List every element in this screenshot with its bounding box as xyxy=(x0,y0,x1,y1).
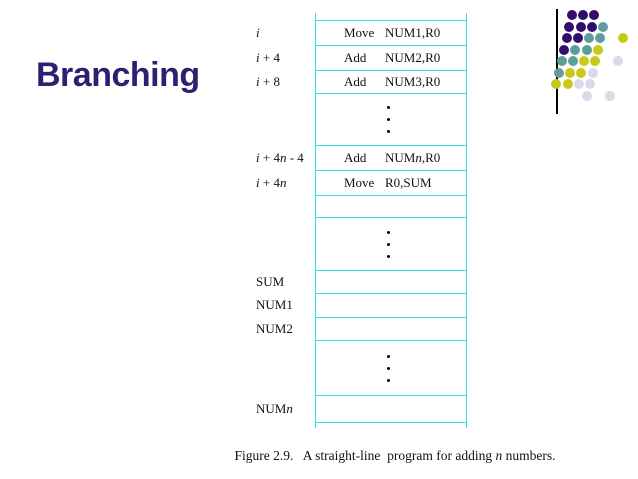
address-label: i + 4n - 4 xyxy=(256,149,304,165)
memory-row-stub xyxy=(316,13,466,20)
memory-row-instruction: Add NUM2,R0 xyxy=(316,45,466,70)
teal-dot xyxy=(584,33,595,43)
purple-dot xyxy=(589,10,600,20)
slide-title: Branching xyxy=(36,56,200,94)
memory-row-empty xyxy=(316,293,466,317)
vertical-ellipsis xyxy=(386,230,390,258)
yellow-dot xyxy=(576,67,587,78)
figure-caption: Figure 2.9. A straight-line program for … xyxy=(234,448,556,463)
teal-dot xyxy=(556,56,567,66)
yellow-dot xyxy=(562,79,573,89)
yellow-dot xyxy=(590,56,601,66)
memory-row-empty xyxy=(316,395,466,422)
address-label: NUMn xyxy=(256,400,293,416)
address-label: i xyxy=(256,24,260,40)
address-label: NUM1 xyxy=(256,297,293,312)
yellow-dot xyxy=(592,44,603,55)
memory-row-instruction: Move NUM1,R0 xyxy=(316,20,466,45)
memory-row-instruction: Add NUMn,R0 xyxy=(316,145,466,170)
teal-dot xyxy=(595,33,606,43)
vertical-ellipsis xyxy=(386,106,390,133)
memory-row-dots xyxy=(316,340,466,395)
purple-dot xyxy=(567,10,577,20)
address-label: i + 8 xyxy=(256,73,280,89)
instruction-mnemonic: Add xyxy=(344,74,367,89)
lavender-dot xyxy=(585,79,595,89)
purple-dot xyxy=(561,33,572,43)
memory-row-empty xyxy=(316,317,466,340)
lavender-dot xyxy=(604,90,615,101)
yellow-dot xyxy=(565,67,576,78)
memory-row-instruction: Move R0,SUM xyxy=(316,170,466,195)
purple-dot xyxy=(564,21,575,32)
instruction-operand: NUMn,R0 xyxy=(385,150,441,165)
memory-row-dots xyxy=(316,217,466,270)
vertical-ellipsis xyxy=(386,354,390,382)
purple-dot xyxy=(575,21,586,32)
lavender-dot xyxy=(587,67,598,78)
instruction-operand: NUM1,R0 xyxy=(385,25,441,40)
memory-row-dots xyxy=(316,93,466,145)
purple-dot xyxy=(578,10,589,20)
address-label: i + 4n xyxy=(256,174,287,190)
purple-dot xyxy=(573,33,583,43)
lavender-dot xyxy=(582,90,593,101)
memory-row-empty xyxy=(316,270,466,293)
instruction-mnemonic: Move xyxy=(344,25,375,40)
address-label: i + 4 xyxy=(256,49,280,65)
decoration-vertical-bar xyxy=(556,9,558,114)
teal-dot xyxy=(581,44,592,55)
instruction-operand: NUM2,R0 xyxy=(385,50,441,65)
teal-dot xyxy=(567,56,578,66)
instruction-operand: NUM3,R0 xyxy=(385,74,441,89)
yellow-dot xyxy=(617,33,628,43)
instruction-mnemonic: Move xyxy=(344,175,375,190)
memory-row-instruction: Add NUM3,R0 xyxy=(316,70,466,93)
lavender-dot xyxy=(612,56,623,66)
instruction-mnemonic: Add xyxy=(344,150,367,165)
teal-dot xyxy=(598,21,608,32)
memory-row-stub xyxy=(316,422,466,428)
yellow-dot xyxy=(579,56,589,66)
purple-dot xyxy=(586,21,597,32)
teal-dot xyxy=(570,44,581,55)
address-label: SUM xyxy=(256,273,285,289)
memory-row-empty xyxy=(316,195,466,217)
purple-dot xyxy=(559,44,570,55)
instruction-mnemonic: Add xyxy=(344,50,367,65)
address-label: NUM2 xyxy=(256,320,293,336)
lavender-dot xyxy=(573,79,584,89)
instruction-operand: R0,SUM xyxy=(385,175,432,190)
